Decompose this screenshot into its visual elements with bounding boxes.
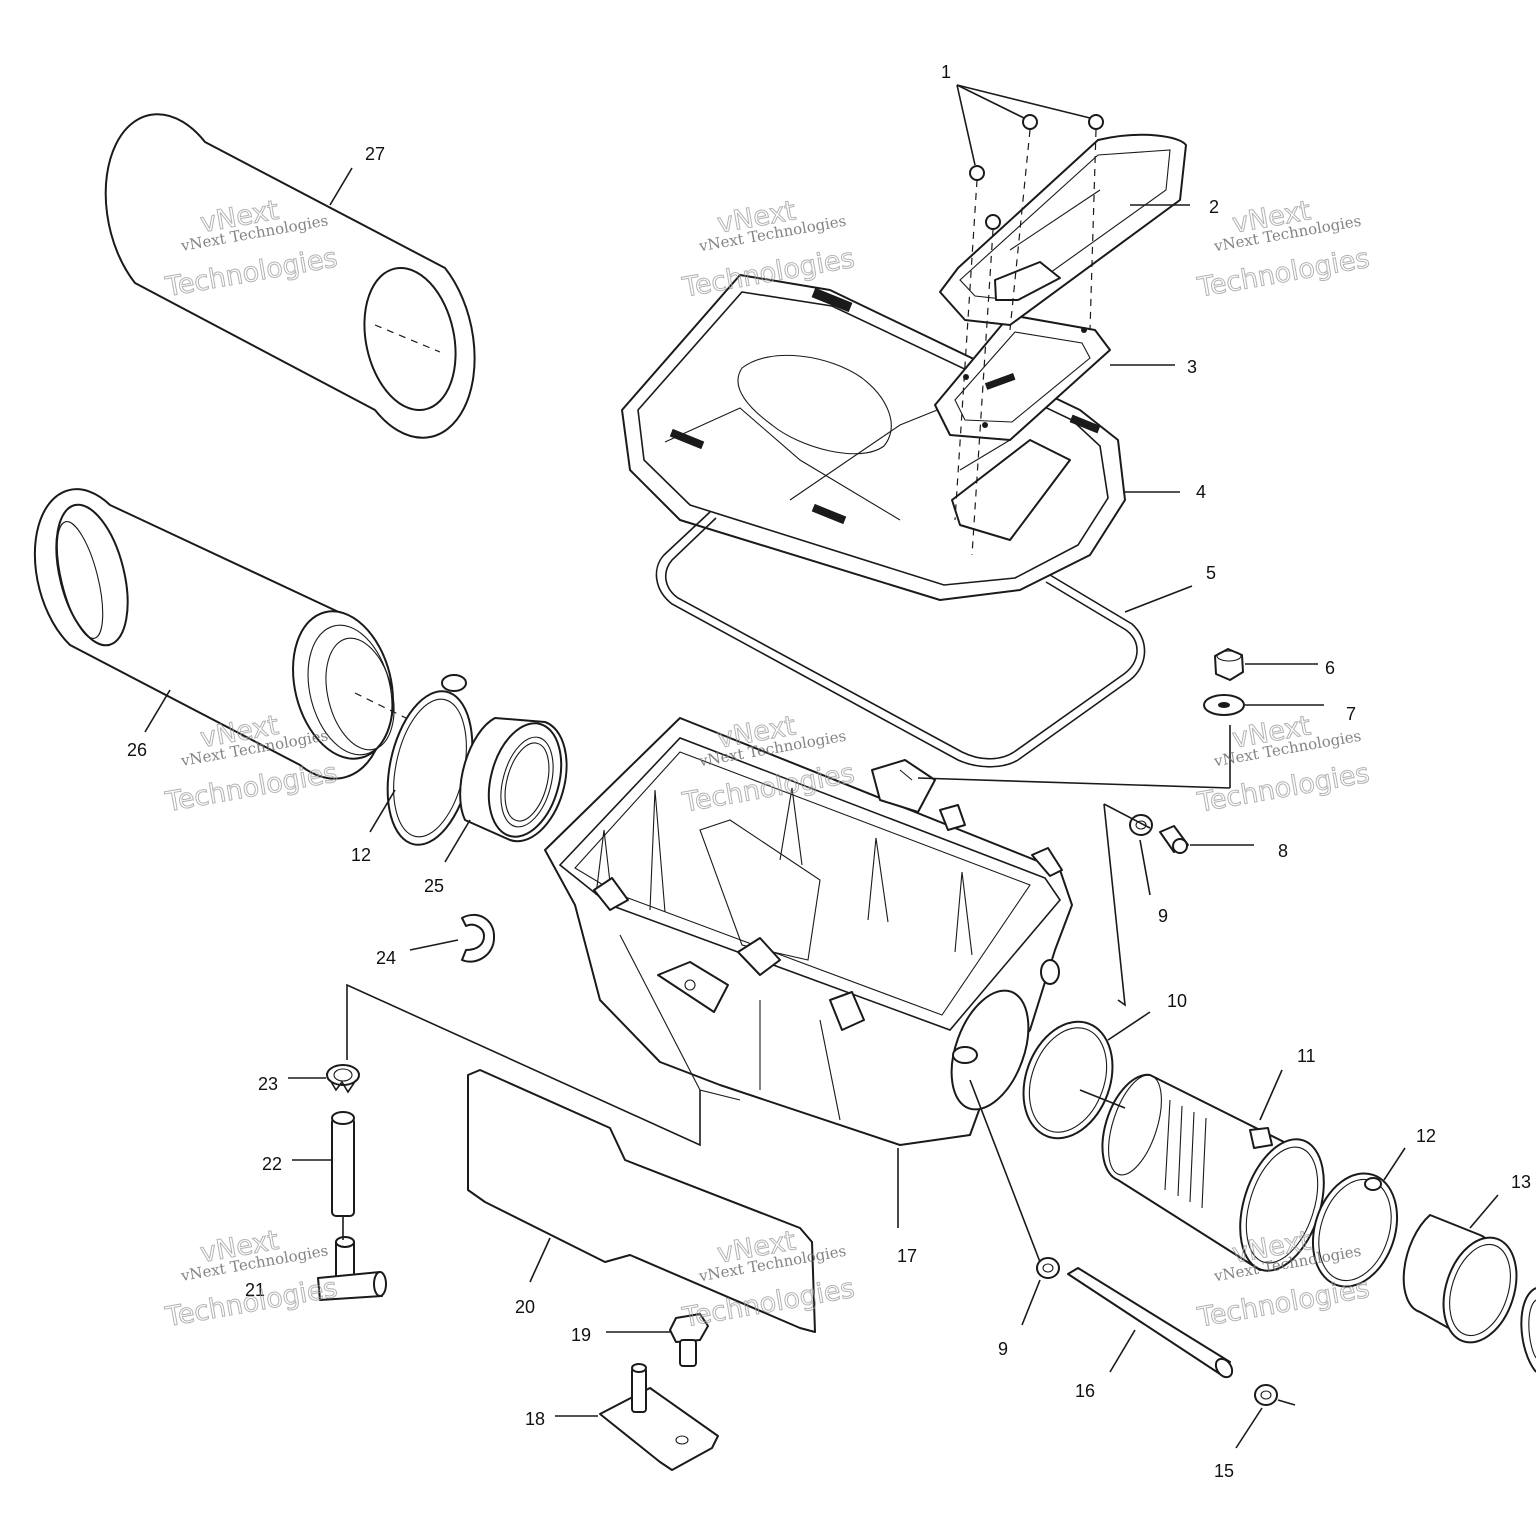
part-2-snorkel	[939, 133, 1190, 326]
callout-6: 6	[1325, 658, 1335, 678]
callout-20: 20	[515, 1297, 535, 1317]
callout-4: 4	[1196, 482, 1206, 502]
part-20-panel	[467, 1069, 816, 1333]
callout-10: 10	[1167, 991, 1187, 1011]
part-9-nut-upper	[1103, 803, 1153, 1007]
callout-23: 23	[258, 1074, 278, 1094]
part-6-nut	[1214, 648, 1318, 681]
callout-2: 2	[1209, 197, 1219, 217]
part-1-screws	[954, 84, 1104, 556]
callout-16: 16	[1075, 1381, 1095, 1401]
callout-24: 24	[376, 948, 396, 968]
part-27-filter-sleeve	[104, 113, 476, 439]
part-21-tee-fitting	[317, 1216, 387, 1301]
callout-19: 19	[571, 1325, 591, 1345]
callout-11: 11	[1297, 1046, 1316, 1066]
part-13-boot	[1402, 1194, 1536, 1373]
part-23-hose-clamp	[288, 983, 701, 1147]
callout-26: 26	[127, 740, 147, 760]
watermark-top-center: vNext vNext Technologies Technologies	[679, 195, 857, 304]
callout-3: 3	[1187, 357, 1197, 377]
part-9-nut-lower	[969, 1079, 1060, 1326]
part-25-adapter	[444, 717, 568, 863]
part-10-gasket-ring	[1022, 1011, 1151, 1140]
callout-22: 22	[262, 1154, 282, 1174]
part-17-air-box	[544, 717, 1073, 1228]
callout-9-lower: 9	[998, 1339, 1008, 1359]
part-15-nut	[1235, 1384, 1296, 1449]
callout-7: 7	[1346, 704, 1356, 724]
callout-labels: 1 2 3 4 5 6 7 8 9 10 11 12 13 9 16 15 17…	[127, 62, 1531, 1481]
callout-15: 15	[1214, 1461, 1234, 1481]
part-12-clamp-right	[1311, 1147, 1406, 1288]
callout-27: 27	[365, 144, 385, 164]
callout-12-left: 12	[351, 845, 371, 865]
part-5-gasket	[655, 511, 1193, 768]
part-3-plate	[934, 314, 1175, 441]
callout-18: 18	[525, 1409, 545, 1429]
watermark-mid-right: vNext vNext Technologies Technologies	[1194, 710, 1372, 819]
callout-17: 17	[897, 1246, 917, 1266]
callout-5: 5	[1206, 563, 1216, 583]
part-11-intake-boot	[1079, 1069, 1325, 1272]
callout-12-right: 12	[1416, 1126, 1436, 1146]
part-22-drain-tube	[292, 1111, 355, 1217]
callout-25: 25	[424, 876, 444, 896]
callout-9-upper: 9	[1158, 906, 1168, 926]
callout-8: 8	[1278, 841, 1288, 861]
callout-1: 1	[941, 62, 951, 82]
part-24-clip	[409, 913, 496, 963]
part-8-bumper	[1159, 825, 1254, 854]
part-19-bolt	[606, 1313, 709, 1367]
part-26-air-filter	[33, 488, 411, 780]
part-18-bracket	[555, 1363, 719, 1471]
part-4-cover	[621, 274, 1180, 601]
callout-13: 13	[1511, 1172, 1531, 1192]
watermark-bottom-left: vNext vNext Technologies Technologies	[162, 1224, 340, 1333]
part-7-washer	[917, 694, 1324, 789]
callout-21: 21	[245, 1280, 265, 1300]
part-16-rod	[1067, 1267, 1234, 1379]
